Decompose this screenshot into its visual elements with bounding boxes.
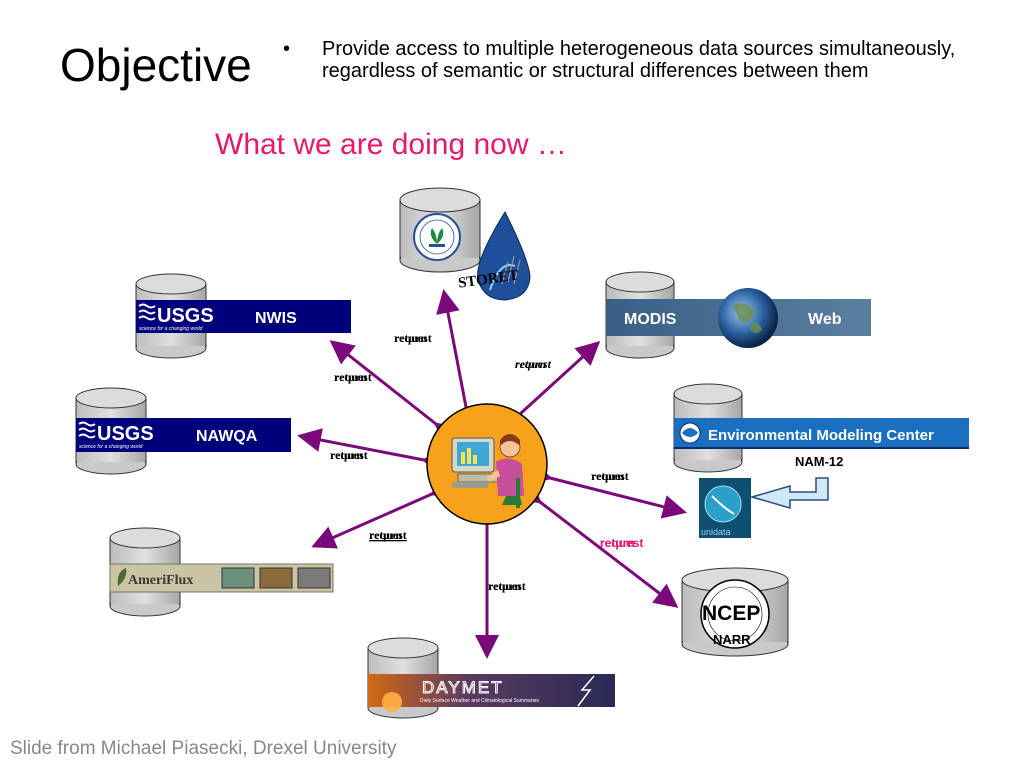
arrow-nawqa [297,428,447,476]
usgs-tagline: science for a changing world [139,326,203,332]
arrow-ameriflux [311,474,457,549]
arrow-storet [436,289,482,430]
label-return: return [600,536,635,550]
usgs-tagline: science for a changing world [79,444,143,450]
label-return: return [591,469,624,483]
slide-credit: Slide from Michael Piasecki, Drexel Univ… [10,738,397,759]
storet-drop-icon [477,210,531,301]
slide-title: Objective [60,39,252,91]
ameriflux-label: AmeriFlux [128,573,193,588]
arrow-nwis [329,340,460,447]
label-request: request [515,357,552,371]
source-nawqa: USGS science for a changing world NAWQA [75,387,291,475]
photo-thumbnail-icon [221,567,255,589]
curved-arrow-icon [749,477,829,509]
leaf-icon [117,568,127,586]
label-request: request [591,469,629,483]
arrow-ncep [516,479,679,608]
label-return: return [330,448,363,462]
arrows [297,289,687,659]
source-daymet: DAYMET Daily Surface Weather and Climato… [367,637,615,719]
daymet-sublabel: Daily Surface Weather and Climatological… [420,698,539,704]
sun-icon [382,692,402,712]
edge-labels: request return request return request re… [330,331,643,593]
modis-web-label: Web [808,311,842,328]
narr-label: NARR [713,632,751,647]
usgs-waves-icon [78,421,96,439]
source-modis: MODIS Web [605,271,871,359]
source-storet: STORET [399,187,531,301]
photo-thumbnail-icon [297,567,331,589]
source-ncep: NCEP NARR [681,567,789,657]
emc-banner [674,418,969,448]
source-ameriflux: AmeriFlux [109,527,334,617]
epa-seal-icon [413,213,461,261]
usgs-waves-icon [138,303,156,321]
usgs-banner [76,418,291,452]
arrow-nam [526,461,687,519]
source-emc: Environmental Modeling Center NAM-12 uni… [673,383,969,538]
usgs-logo-text: USGS [157,305,214,327]
unidata-logo: unidata [699,478,751,538]
bullet-dot: • [283,38,291,60]
source-nwis: USGS science for a changing world NWIS [135,273,351,359]
daymet-banner [368,674,615,707]
nawqa-label: NAWQA [196,428,258,445]
modis-label: MODIS [624,311,677,328]
usgs-banner [136,300,351,333]
label-request: request [488,579,526,593]
user-hub [426,403,548,525]
usgs-logo-text: USGS [97,423,154,445]
lightning-icon [577,675,595,707]
nwis-label: NWIS [255,310,297,327]
ncep-label: NCEP [702,602,760,625]
unidata-label: unidata [701,527,731,537]
diagram-subtitle: What we are doing now … [215,128,567,161]
computer-user-icon [451,434,524,508]
label-request: request [334,370,372,384]
label-request: request [369,528,407,542]
nam-label: NAM-12 [795,454,843,469]
ncep-seal-icon [700,579,770,649]
label-return: return [515,357,547,371]
label-return: return [488,579,521,593]
label-return: return [334,370,367,384]
label-request: request [600,536,643,550]
photo-thumbnail-icon [259,567,293,589]
label-request: request [330,448,368,462]
label-return: return [369,528,402,542]
daymet-label: DAYMET [422,678,504,697]
arrow-modis [496,340,601,438]
label-return: return [394,331,427,345]
bullet-text: Provide access to multiple heterogeneous… [322,38,956,82]
emc-label: Environmental Modeling Center [708,427,934,444]
label-request: request [394,331,432,345]
